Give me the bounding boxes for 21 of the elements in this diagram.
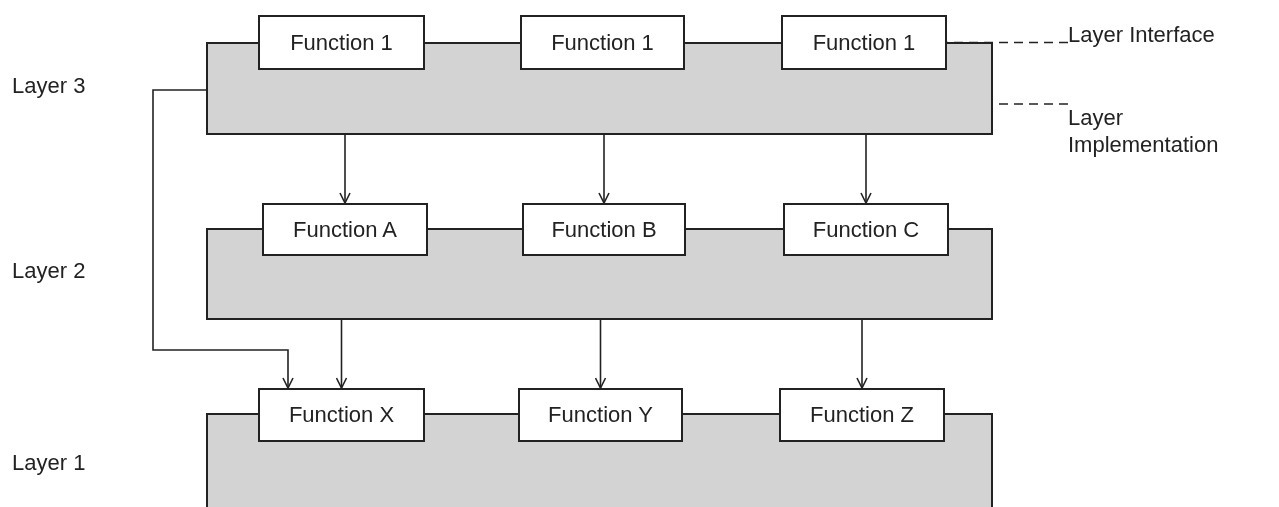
function-box: Function 1 [781,15,947,70]
layer-label: Layer 1 [12,450,86,476]
arrow [594,319,607,389]
layer-label: Layer 3 [12,73,86,99]
arrow [860,134,872,204]
function-box: Function X [258,388,425,442]
callout-label: Layer Implementation [1068,104,1268,158]
function-box: Function 1 [258,15,425,70]
arrow [339,134,351,204]
arrow [152,89,294,389]
arrow [598,134,610,204]
function-box: Function 1 [520,15,685,70]
arrow [856,319,868,389]
layer-label: Layer 2 [12,258,86,284]
function-box: Function Y [518,388,683,442]
function-box: Function B [522,203,686,256]
function-box: Function C [783,203,949,256]
function-box: Function A [262,203,428,256]
callout-label: Layer Interface [1068,21,1273,48]
arrow [335,319,348,389]
function-box: Function Z [779,388,945,442]
